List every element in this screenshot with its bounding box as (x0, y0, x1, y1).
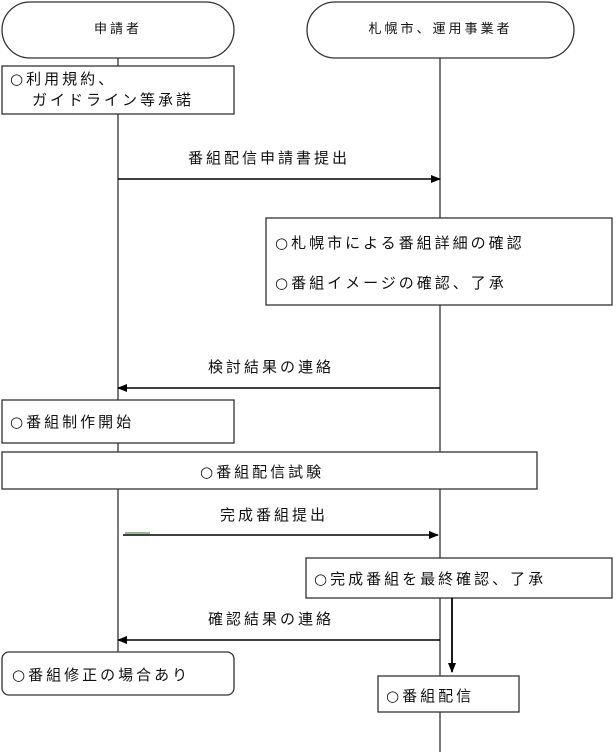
box-broadcast (377, 675, 520, 713)
actor-applicant-label: 申請者 (93, 22, 142, 37)
check-result-label: 確認結果の連絡 (208, 610, 335, 628)
review-result-label: 検討結果の連絡 (208, 358, 335, 376)
revision-text: ○番組修正の場合あり (12, 666, 191, 684)
review-image-text: ○番組イメージの確認、了承 (275, 274, 507, 292)
final-check-text: ○完成番組を最終確認、了承 (314, 570, 547, 588)
submit-application-label: 番組配信申請書提出 (188, 149, 351, 167)
actor-operator-label: 札幌市、運用事業者 (368, 22, 513, 37)
actor-operator-shape (306, 1, 575, 59)
review-detail-text: ○札幌市による番組詳細の確認 (275, 234, 525, 252)
box-review (265, 217, 613, 306)
agree-line2: ガイドライン等承諾 (32, 91, 195, 109)
box-agree (1, 65, 235, 115)
agree-line1: ○利用規約、 (10, 70, 117, 88)
start-production-text: ○番組制作開始 (10, 413, 135, 431)
delivery-test-text: ○番組配信試験 (200, 463, 325, 481)
box-start-production (1, 399, 235, 444)
box-final-check (305, 557, 613, 599)
box-revision (1, 651, 235, 696)
submit-final-label: 完成番組提出 (220, 506, 329, 524)
broadcast-text: ○番組配信 (386, 687, 475, 705)
actor-applicant-shape (1, 1, 235, 59)
box-delivery-test (1, 451, 538, 490)
